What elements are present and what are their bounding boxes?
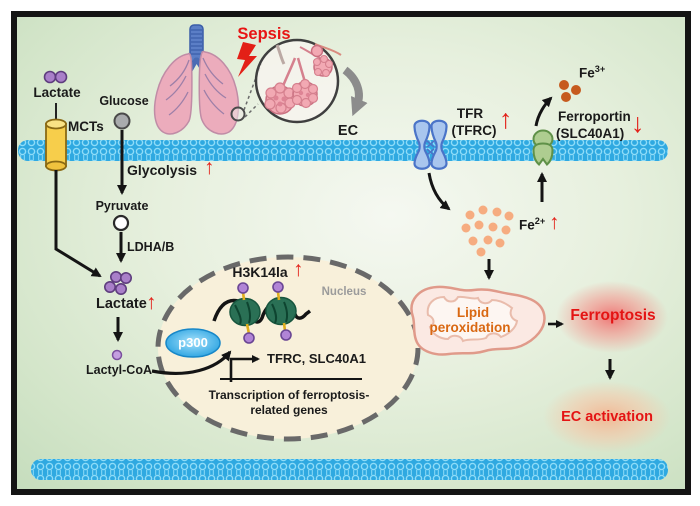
label-ferroptosis: Ferroptosis [570, 307, 656, 324]
p300-badge [165, 328, 221, 358]
figure-frame [11, 11, 691, 495]
label-fe3: Fe3+ [579, 64, 606, 81]
alveoli-inset [254, 38, 342, 124]
lung-zoom-spot [230, 106, 246, 122]
pyruvate-molecule [112, 214, 130, 232]
mitochondrion-icon [410, 285, 546, 356]
glycolysis-up-arrow: ↑ [204, 156, 215, 179]
label-tfr-1: TFR [456, 106, 484, 121]
fe2-base: Fe [519, 217, 535, 233]
label-ferroportin-1: Ferroportin [558, 109, 631, 124]
mct-transporter [45, 118, 67, 172]
label-fe2: Fe2+ [519, 216, 546, 233]
label-glycolysis: Glycolysis [127, 162, 198, 178]
fe2-sup: 2+ [534, 216, 546, 226]
label-tfr-2: (TFRC) [451, 123, 497, 138]
glucose-molecule [113, 112, 131, 130]
label-lipid-2: peroxidation [429, 320, 511, 335]
tfr-receptor [413, 119, 448, 170]
label-transcription-1: Transcription of ferroptosis- [208, 388, 370, 402]
label-lactate-int: Lactate [96, 296, 147, 312]
label-lactate-ext: Lactate [33, 85, 81, 100]
label-ldhab: LDHA/B [127, 240, 175, 254]
label-nucleus: Nucleus [321, 286, 367, 298]
h3k14la-up-arrow: ↑ [293, 258, 304, 281]
ferroportin-transporter [532, 129, 554, 166]
nucleosome-icon [212, 281, 312, 344]
sepsis-bolt-icon [237, 42, 257, 77]
nucleus-shape [155, 254, 421, 442]
tfr-up-arrow: ↑ [499, 104, 513, 134]
lactate-molecules-ext [43, 70, 68, 84]
ferroportin-down-arrow: ↓ [631, 108, 645, 138]
fe2-up-arrow: ↑ [549, 211, 560, 234]
label-ferroportin-2: (SLC40A1) [556, 126, 625, 141]
plasma-membrane-bottom [31, 459, 668, 480]
label-lactyl-coa: Lactyl-CoA [86, 363, 152, 377]
plasma-membrane-top [18, 140, 668, 161]
fe2-ions [461, 205, 514, 257]
lactyl-coa-molecule [111, 349, 123, 361]
lactate-up-arrow: ↑ [146, 291, 157, 314]
label-pyruvate: Pyruvate [95, 199, 149, 213]
ec-activation-glow [543, 381, 671, 453]
label-transcription-2: related genes [250, 403, 328, 417]
lactylation-marks [237, 281, 292, 344]
label-lipid-1: Lipid [456, 305, 490, 320]
ec-arrow-icon [342, 66, 368, 117]
lungs-icon [153, 24, 240, 135]
label-glucose: Glucose [99, 94, 149, 108]
label-h3k14la: H3K14la [232, 264, 288, 280]
label-mcts: MCTs [68, 119, 104, 134]
lactate-molecules-int [104, 270, 133, 295]
label-p300: p300 [178, 335, 208, 350]
label-target-genes: TFRC, SLC40A1 [267, 351, 366, 366]
fe3-ions [559, 80, 581, 102]
label-ec: EC [337, 123, 359, 139]
label-sepsis: Sepsis [237, 25, 291, 43]
fe3-sup: 3+ [594, 64, 606, 74]
label-ec-activation: EC activation [561, 409, 653, 425]
ferroptosis-glow [556, 281, 668, 353]
pathway-arrows [54, 96, 615, 380]
zoom-connector-lines [243, 63, 262, 118]
fe3-base: Fe [579, 65, 595, 81]
